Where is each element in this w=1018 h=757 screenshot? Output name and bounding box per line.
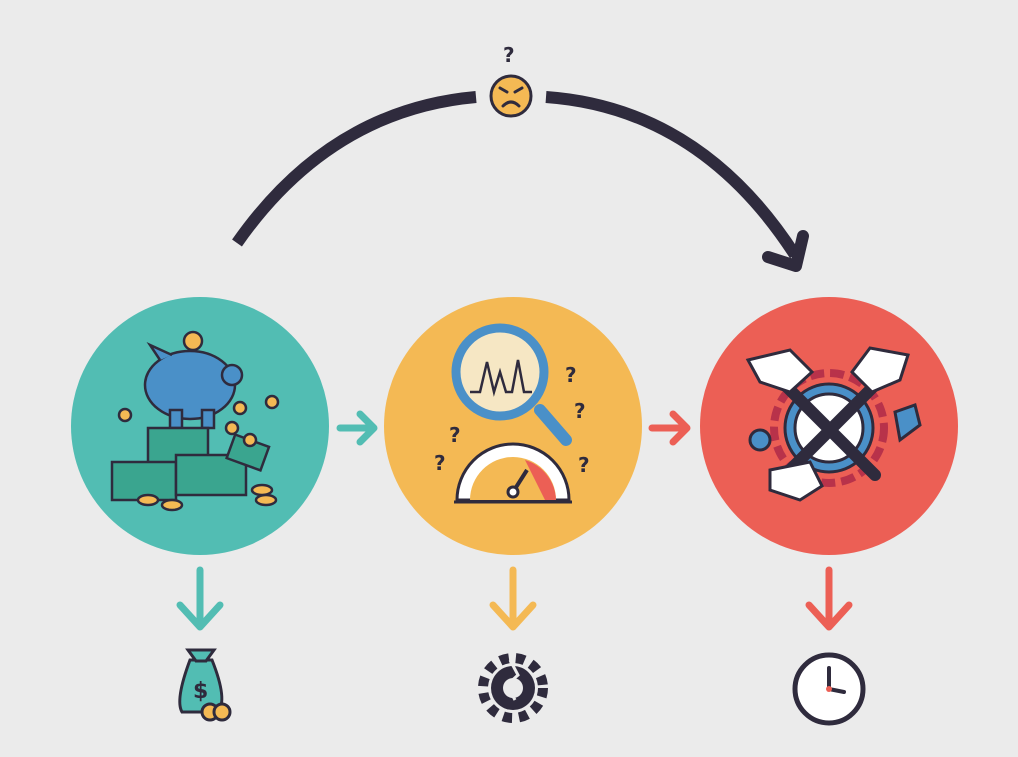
arrow-down-teal-icon (176, 566, 224, 631)
magnifier-gauge-icon (451, 323, 572, 504)
top-arc-right (545, 91, 801, 259)
question-mark: ? (565, 363, 577, 387)
arrow-down-yellow-icon (489, 566, 537, 631)
arrow-right-teal-icon (336, 410, 378, 446)
question-mark: ? (449, 423, 461, 447)
top-arc-left (232, 91, 477, 247)
arrow-right-red-icon (648, 410, 691, 446)
top-arc-arrowhead (762, 230, 809, 272)
question-mark: ? (434, 451, 446, 475)
question-mark: ? (578, 453, 590, 477)
question-mark: ? (503, 43, 515, 67)
clock-icon (792, 652, 866, 726)
clock-crossed-chains-icon (745, 346, 922, 502)
piggy-bank-money-icon (110, 330, 280, 512)
question-mark: ? (574, 399, 586, 423)
analysis-circle (384, 297, 642, 555)
arrow-down-red-icon (805, 566, 853, 631)
money-bag-icon: $ (178, 648, 232, 722)
broken-gear-icon (478, 653, 548, 723)
dollar-sign: $ (193, 679, 208, 704)
angry-face-icon (489, 74, 533, 118)
